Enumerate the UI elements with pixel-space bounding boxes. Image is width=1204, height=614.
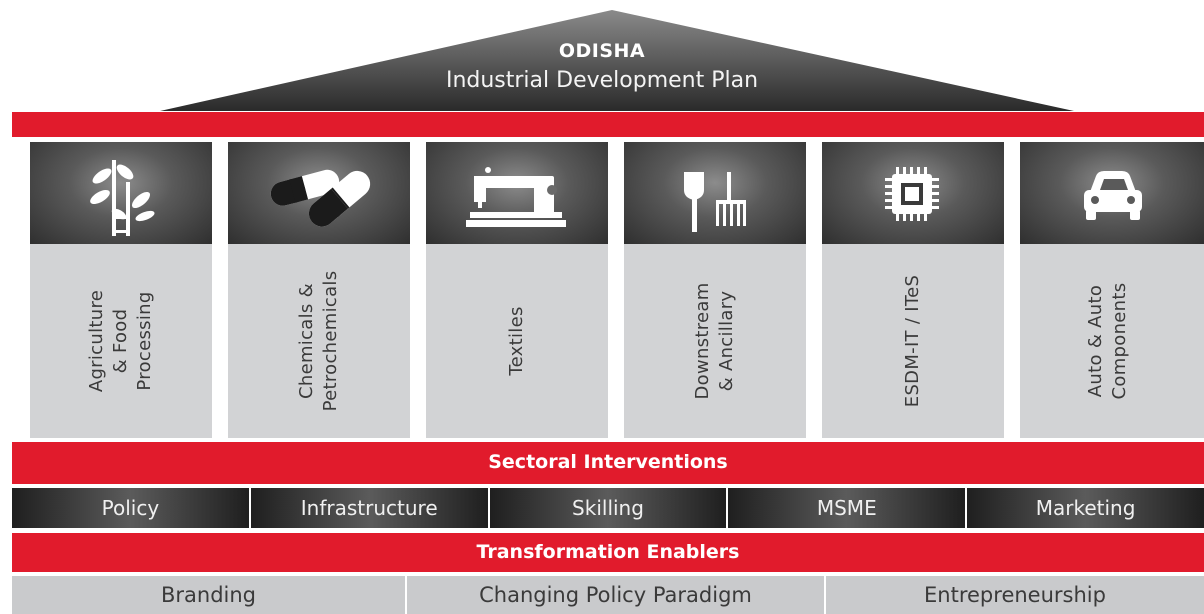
pillar-shaft	[1020, 244, 1204, 438]
pillar-label: Auto & Auto Components	[1084, 246, 1132, 436]
pillar-label: Chemicals & Petrochemicals	[295, 246, 343, 436]
intervention-policy: Policy	[12, 488, 249, 528]
pillar-cap	[624, 142, 806, 244]
intervention-marketing: Marketing	[967, 488, 1204, 528]
enabler-changing-policy-paradigm: Changing Policy Paradigm	[407, 576, 824, 614]
roof-beam	[12, 112, 1204, 137]
roof-title: ODISHA	[558, 40, 646, 62]
pillar-cap	[30, 142, 212, 244]
pillar-esdm: ESDM-IT / ITeS	[822, 142, 1004, 438]
pillar-downstream: Downstream & Ancillary	[624, 142, 806, 438]
pillar-label-line: Chemicals &	[296, 283, 317, 399]
pillar-textiles: Textiles	[426, 142, 608, 438]
sectoral-interventions-band	[12, 442, 1204, 484]
pillar-label-line: Auto & Auto	[1085, 284, 1106, 398]
intervention-msme: MSME	[728, 488, 966, 528]
intervention-infrastructure: Infrastructure	[250, 488, 488, 528]
enabler-branding: Branding	[12, 576, 405, 614]
transformation-enablers-row: Branding Changing Policy Paradigm Entrep…	[12, 576, 1204, 614]
pillar-label-line: & Food	[110, 308, 131, 374]
pillar-cap	[822, 142, 1004, 244]
enabler-entrepreneurship: Entrepreneurship	[826, 576, 1204, 614]
pillar-cap	[228, 142, 410, 244]
pillar-label-line: Downstream	[692, 282, 713, 400]
transformation-enablers-band	[12, 533, 1204, 572]
car-icon	[1084, 171, 1142, 220]
capsule-icon	[270, 169, 371, 227]
pillar-cap	[426, 142, 608, 244]
pillar-agriculture: Agriculture & Food Processing	[30, 142, 212, 438]
pillar-label-line: & Ancillary	[716, 290, 737, 392]
pillar-label: Downstream & Ancillary	[691, 246, 739, 436]
pillar-shaft	[822, 244, 1004, 438]
roof	[160, 10, 1074, 111]
pillar-shaft	[426, 244, 608, 438]
pillar-chemicals: Chemicals & Petrochemicals	[228, 142, 410, 438]
pillar-label-line: Components	[1109, 282, 1130, 400]
pillar-label-line: Petrochemicals	[320, 270, 341, 412]
pillar-label: Textiles	[505, 246, 529, 436]
pillar-label-line: ESDM-IT / ITeS	[902, 274, 923, 408]
plant-icon	[90, 160, 155, 236]
pillar-label: Agriculture & Food Processing	[85, 246, 157, 436]
transformation-enablers-title: Transformation Enablers	[476, 541, 740, 563]
pillar-auto: Auto & Auto Components	[1020, 142, 1204, 438]
pillar-label-line: Agriculture	[86, 289, 107, 393]
sewing-machine-icon	[466, 167, 566, 227]
sectoral-interventions-row: Policy Infrastructure Skilling MSME Mark…	[12, 488, 1204, 528]
intervention-skilling: Skilling	[489, 488, 727, 528]
pillar-shaft	[228, 244, 410, 438]
microchip-icon	[885, 167, 939, 221]
pillar-label: ESDM-IT / ITeS	[901, 246, 925, 436]
shovel-rake-icon	[684, 172, 746, 232]
pillar-label-line: Processing	[134, 291, 155, 391]
pillar-cap	[1020, 142, 1204, 244]
pillar-label-line: Textiles	[506, 306, 527, 376]
pillar-shaft	[624, 244, 806, 438]
roof-subtitle: Industrial Development Plan	[445, 68, 759, 93]
pillar-shaft	[30, 244, 212, 438]
sectoral-interventions-title: Sectoral Interventions	[488, 451, 728, 473]
